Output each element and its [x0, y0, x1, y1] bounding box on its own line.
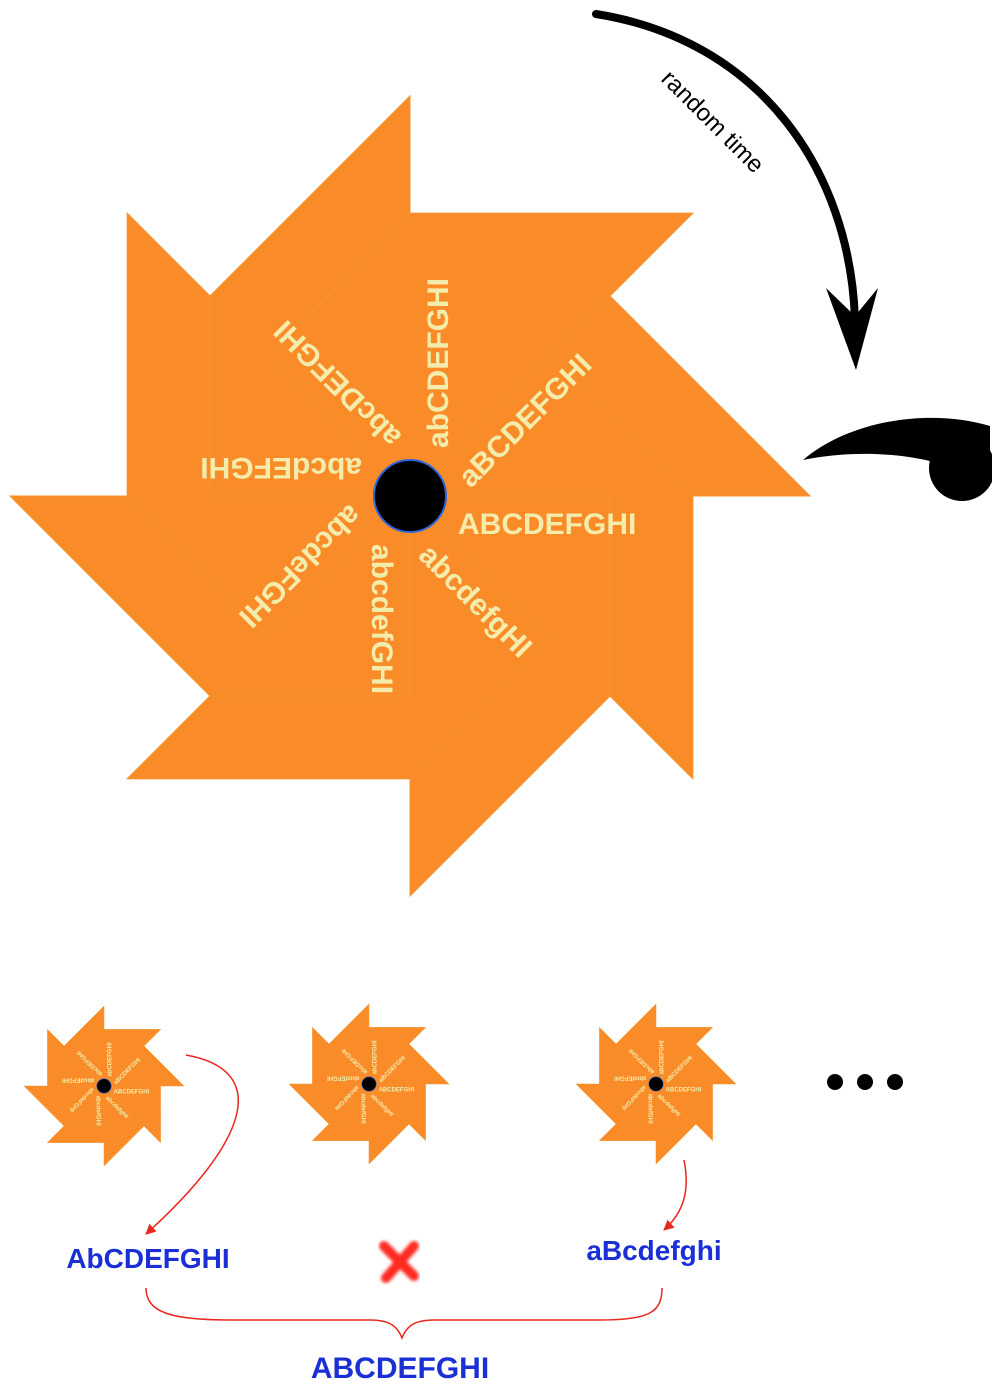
small-pinwheel-3: ABCDEFGHIabcdefgHIabcdefGHIabcdeFGHIabcd…: [571, 999, 741, 1169]
blade-label: abcdefGHI: [359, 1094, 365, 1124]
connector-arrow-3: [664, 1160, 686, 1230]
pinwheel-hub: [374, 460, 446, 532]
random-time-arrow: random time: [596, 14, 878, 370]
large-pinwheel: ABCDEFGHIabcdefgHIabcdefGHIabcdeFGHIabcd…: [0, 72, 834, 921]
blade-label: abcdEFGHI: [614, 1074, 647, 1080]
blade-label: abcdefGHI: [365, 544, 398, 694]
blade-label: abcdEFGHI: [327, 1074, 360, 1080]
result-label-first: AbCDEFGHI: [66, 1243, 229, 1274]
result-label-third: aBcdefghi: [586, 1235, 721, 1266]
blade-label: abcdEFGHI: [200, 451, 362, 484]
pinwheel-hub: [649, 1077, 663, 1091]
blade-label: abcdefGHI: [94, 1096, 100, 1126]
blade-label: abCDEFGHI: [373, 1040, 379, 1074]
blade-label: abcdefGHI: [646, 1094, 652, 1124]
blade-label: abCDEFGHI: [422, 278, 455, 448]
x-mark-icon: [384, 1246, 414, 1278]
combined-result-label: ABCDEFGHI: [311, 1352, 489, 1384]
blade-label: abcdEFGHI: [62, 1076, 95, 1082]
blade-label: ABCDEFGHI: [458, 508, 636, 541]
small-pinwheel-2: ABCDEFGHIabcdefgHIabcdefGHIabcdeFGHIabcd…: [284, 999, 454, 1169]
blade-label: ABCDEFGHI: [379, 1088, 415, 1094]
ellipsis-icon: [827, 1074, 903, 1090]
blade-label: abCDEFGHI: [108, 1042, 114, 1076]
small-pinwheel-1: ABCDEFGHIabcdefgHIabcdefGHIabcdeFGHIabcd…: [19, 1001, 189, 1171]
pointer-icon: [803, 418, 992, 501]
blade-label: ABCDEFGHI: [666, 1088, 702, 1094]
blade-label: abCDEFGHI: [660, 1040, 666, 1074]
blade-label: ABCDEFGHI: [114, 1090, 150, 1096]
pinwheel-hub: [362, 1077, 376, 1091]
pinwheel-hub: [97, 1079, 111, 1093]
combining-brace: [146, 1288, 662, 1338]
